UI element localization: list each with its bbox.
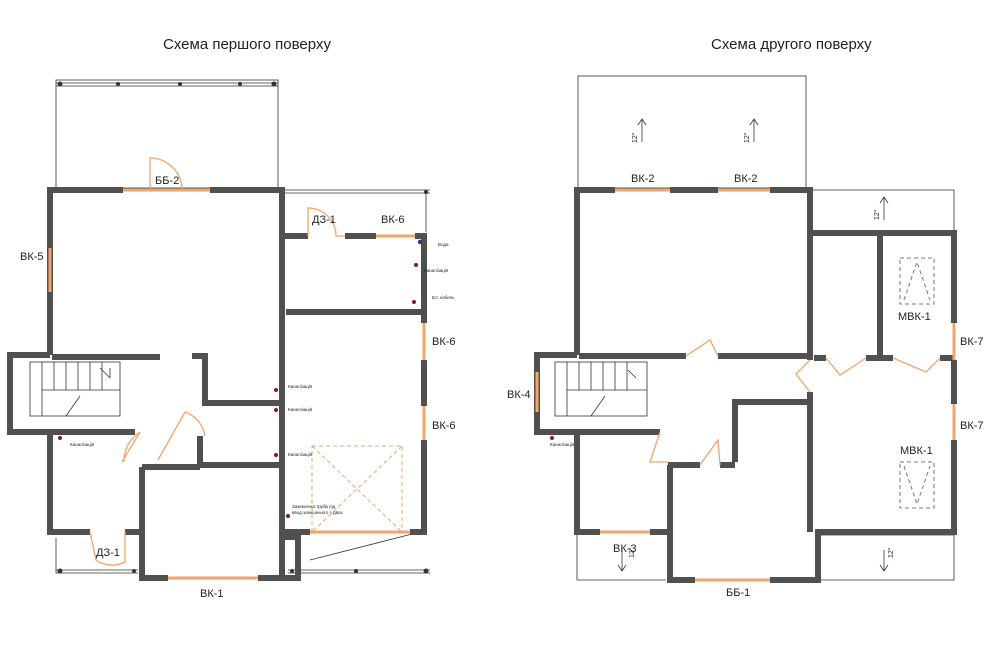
- slope-4: 12°: [628, 547, 636, 558]
- label-dz1-bottom: ДЗ-1: [96, 547, 120, 559]
- note-el-kabel: Ел. кабель: [432, 295, 455, 300]
- label-mvk1-bottom: МВК-1: [900, 445, 933, 457]
- label-vk2-a: ВК-2: [631, 173, 655, 185]
- floor2-doors: [649, 339, 941, 466]
- floor1-terrace-right: [284, 189, 430, 232]
- label-mvk1-top: МВК-1: [898, 311, 931, 323]
- note-kanal1: Каналізація: [424, 268, 449, 273]
- note-pipe2: ввод зовнішнього з двох: [292, 510, 343, 515]
- label-dz1-top: ДЗ-1: [312, 214, 336, 226]
- slope-5: 12°: [887, 547, 895, 558]
- note-kanal2: Каналізація: [288, 384, 313, 389]
- label-vk5: ВК-5: [20, 251, 44, 263]
- label-vk2-b: ВК-2: [734, 173, 758, 185]
- slope-1: 12°: [631, 132, 639, 143]
- slope-2: 12°: [743, 132, 751, 143]
- note-voda: Вода: [438, 242, 449, 247]
- floor2-title: Схема другого поверху: [711, 36, 872, 53]
- label-bb2: ББ-2: [155, 175, 179, 187]
- floor2-walls: [534, 187, 957, 583]
- floor1-title: Схема першого поверху: [163, 36, 331, 53]
- floor1-stairs: [29, 361, 121, 417]
- label-vk6-top: ВК-6: [381, 214, 405, 226]
- note-kanal3: Каналізація: [288, 407, 313, 412]
- floor1-utility-markers: [58, 239, 423, 518]
- floor2-skylights: [899, 257, 935, 509]
- label-bb1: ББ-1: [726, 587, 750, 599]
- floor1-terrace-bottom: [55, 531, 430, 574]
- label-vk1: ВК-1: [200, 588, 224, 600]
- label-vk7-top: ВК-7: [960, 336, 984, 348]
- floor2-stairs: [554, 361, 648, 417]
- note-kanal5: Каналізація: [70, 442, 95, 447]
- floor1-windows: [48, 188, 426, 580]
- floor1-opening: [311, 445, 403, 533]
- floor1-doors: [89, 157, 345, 566]
- floor2-slope-arrows: [617, 118, 889, 572]
- floor1-terrace-top: [55, 79, 279, 189]
- label-vk4: ВК-4: [507, 389, 531, 401]
- label-vk3: ВК-3: [613, 543, 637, 555]
- floor2-plan: 12° 12° 12° 12° 12° ВК-2 ВК-2 МВК-1 ВК-7…: [507, 75, 984, 599]
- note-kanal: Каналізація: [550, 442, 575, 447]
- floor2-windows: [535, 188, 956, 582]
- floor2-roof-outlines: [576, 75, 955, 581]
- label-vk7-bottom: ВК-7: [960, 420, 984, 432]
- slope-3: 12°: [873, 209, 881, 220]
- label-vk6-low: ВК-6: [432, 420, 456, 432]
- note-kanal4: Каналізація: [288, 452, 313, 457]
- label-vk6-mid: ВК-6: [432, 336, 456, 348]
- floor1-plan: ББ-2 ДЗ-1 ВК-6 ВК-5 ВК-6 ВК-6 ДЗ-1 ВК-1 …: [7, 79, 456, 600]
- floor1-walls: [7, 187, 427, 581]
- utility-marker: [550, 436, 554, 440]
- note-pipe1: Заземлена труба під: [292, 504, 336, 509]
